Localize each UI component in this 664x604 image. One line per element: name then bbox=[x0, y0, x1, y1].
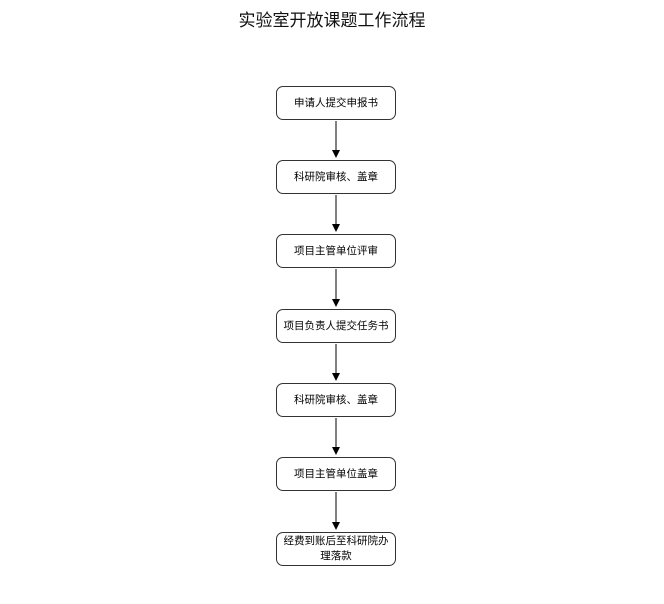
flow-step-research-institute-review-2: 科研院审核、盖章 bbox=[276, 383, 396, 417]
diagram-title: 实验室开放课题工作流程 bbox=[238, 11, 426, 31]
flow-step-submit-application: 申请人提交申报书 bbox=[276, 86, 396, 120]
flow-step-funding-processing: 经费到账后至科研院办理落款 bbox=[276, 532, 396, 566]
flow-step-submit-task-book: 项目负责人提交任务书 bbox=[276, 309, 396, 343]
flow-step-department-seal: 项目主管单位盖章 bbox=[276, 457, 396, 491]
flow-step-department-evaluation: 项目主管单位评审 bbox=[276, 234, 396, 268]
flow-step-research-institute-review: 科研院审核、盖章 bbox=[276, 160, 396, 194]
